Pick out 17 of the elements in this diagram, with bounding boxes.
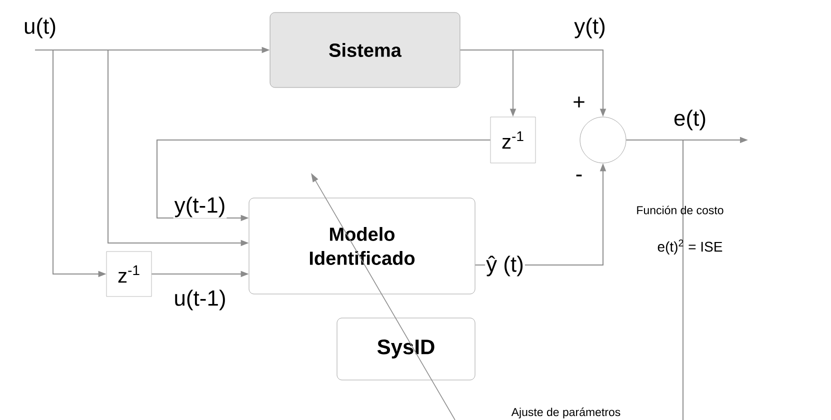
block-box: Sistema <box>270 12 460 88</box>
edge-label: e(t) <box>672 108 708 132</box>
formula-label: e(t)$^{2}$ = ISE <box>658 240 722 254</box>
delay-box: z$^{-1}$ <box>490 116 536 164</box>
block-box: SysID <box>336 318 476 380</box>
note-label: Ajuste de parámetros <box>511 408 620 418</box>
block-box: Modelo Identificado <box>248 198 476 294</box>
sign-label: - <box>576 174 582 176</box>
summing-junction <box>580 116 626 164</box>
cost-label: Función de costo <box>637 206 724 214</box>
edge-label: u(t) <box>22 16 58 40</box>
sign-label: + <box>574 96 584 108</box>
edge-label: u(t-1) <box>172 288 228 312</box>
edge-label: y(t) <box>573 16 607 40</box>
edge-label: ŷ (t) <box>485 254 525 278</box>
edge-label: y(t-1) <box>173 196 227 218</box>
delay-box: z$^{-1}$ <box>106 251 152 297</box>
